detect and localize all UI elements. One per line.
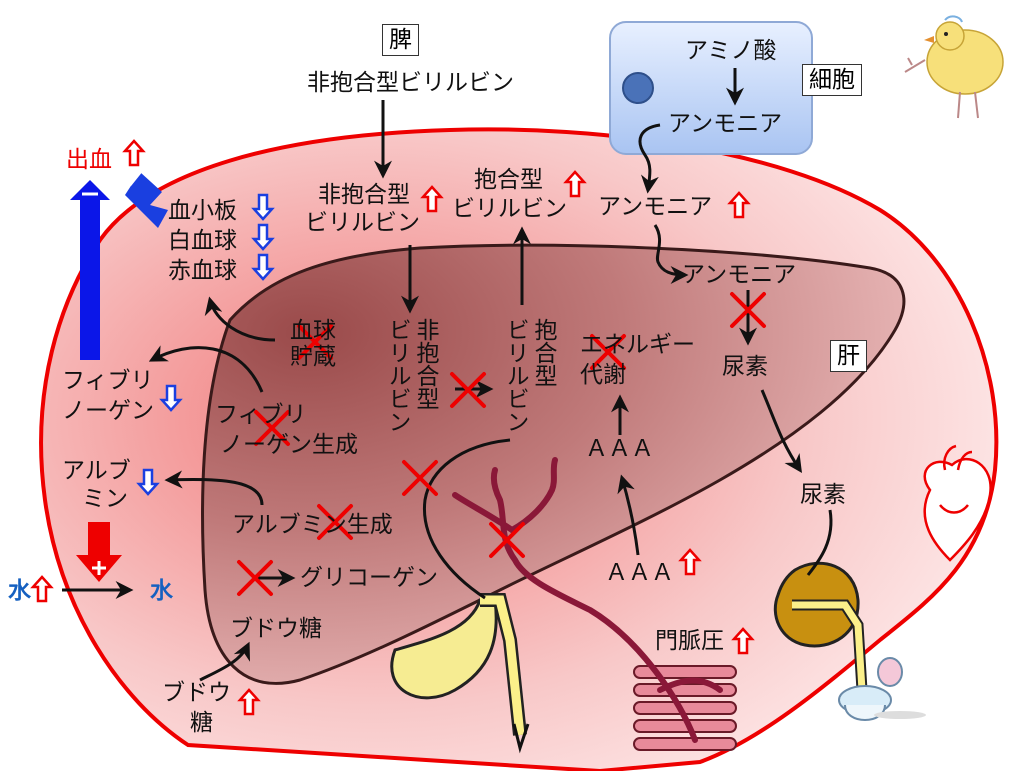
- ammonia-cell-label: アンモニア: [668, 111, 783, 137]
- cell-label: 細胞: [809, 67, 855, 93]
- water-out-label: 水: [150, 578, 173, 604]
- platelet-label: 血小板: [168, 198, 237, 224]
- wbc-label: 白血球: [168, 228, 237, 254]
- fibrinogen-label-1: フィブリ: [62, 368, 154, 394]
- water-up-arrow: [31, 575, 53, 603]
- conj-vertical-1: 抱合型: [530, 318, 556, 387]
- unconj-bilirubin-blood-1: 非抱合型: [318, 182, 410, 208]
- amino-acid-label: アミノ酸: [685, 38, 777, 64]
- arrow-alb-out: [164, 470, 264, 506]
- kidney-illustration: [773, 561, 868, 691]
- ammonia-liver-label: アンモニア: [682, 262, 797, 288]
- bile-duct-line: [422, 438, 511, 600]
- conj-bilirubin-blood-2: ビリルビン: [452, 196, 567, 222]
- gallbladder-illustration: [390, 593, 530, 754]
- conj-vertical-2: ビリルビン: [502, 318, 528, 433]
- liver-label: 肝: [837, 343, 860, 369]
- rbc-label: 赤血球: [168, 258, 237, 284]
- ammonia-blood-label: アンモニア: [598, 194, 713, 220]
- water-in-label: 水: [8, 578, 31, 604]
- unconj-vertical-2: ビリルビン: [384, 318, 410, 433]
- energy-label-1: エネルギー: [580, 332, 695, 358]
- bleeding-up-arrow: [123, 139, 145, 167]
- urea-liver-label: 尿素: [722, 354, 768, 380]
- fibrinogen-label-2: ノーゲン: [62, 398, 154, 424]
- flow-arrows: [62, 68, 833, 682]
- conj-bilirubin-blood-1: 抱合型: [474, 167, 543, 193]
- bleeding-arrow: [70, 169, 168, 360]
- glucose-in-label-2: 糖: [190, 710, 213, 736]
- bleeding-label: 出血: [66, 147, 112, 173]
- arrow-cell-out: [638, 123, 661, 194]
- blood-storage-label: 血球貯蔵: [290, 318, 336, 370]
- unconj-bilirubin-spleen: 非抱合型ビリルビン: [307, 70, 514, 96]
- spleen-box: 脾: [382, 24, 419, 56]
- arrow-ammonia-into-liver: [653, 224, 689, 284]
- liver-label-box: 肝: [830, 340, 867, 372]
- glycogen-label: グリコーゲン: [300, 565, 438, 591]
- water-red-arrow: [76, 522, 122, 582]
- toilet-illustration: [838, 657, 926, 721]
- arrow-glucose-in: [199, 641, 250, 682]
- urea-out-label: 尿素: [800, 482, 846, 508]
- fibrinogen-gen-label-2: ノーゲン生成: [220, 432, 358, 458]
- arrow-aaa-up: [617, 474, 640, 556]
- unconj-vertical-1: 非抱合型: [412, 318, 438, 410]
- arrow-fib-out: [148, 345, 264, 393]
- energy-label-2: 代謝: [580, 362, 626, 388]
- arrow-urea-kidney: [806, 509, 833, 576]
- unconj-bilirubin-blood-2: ビリルビン: [305, 210, 420, 236]
- aaa-liver-label: ＡＡＡ: [585, 436, 654, 462]
- arrow-urea-out: [760, 389, 802, 473]
- albumin-label-1: アルブ: [62, 458, 131, 484]
- heart-illustration: [923, 444, 992, 562]
- aaa-portal-label: ＡＡＡ: [605, 560, 674, 586]
- arrow-storage-to-cells: [204, 296, 276, 342]
- chick-illustration: [904, 15, 1004, 119]
- cell-label-box: 細胞: [802, 64, 862, 96]
- glucose-liver-label: ブドウ糖: [230, 616, 322, 642]
- nucleus: [622, 72, 654, 104]
- albumin-label-2: ミン: [82, 486, 128, 512]
- intestine-illustration: [633, 665, 737, 751]
- portal-pressure-label: 門脈圧: [655, 628, 724, 654]
- portal-vein: [452, 457, 723, 743]
- fibrinogen-gen-label-1: フィブリ: [215, 402, 307, 428]
- albumin-gen-label: アルブミン生成: [232, 512, 393, 538]
- spleen-label: 脾: [389, 27, 412, 53]
- glucose-in-label-1: ブドウ: [162, 680, 231, 706]
